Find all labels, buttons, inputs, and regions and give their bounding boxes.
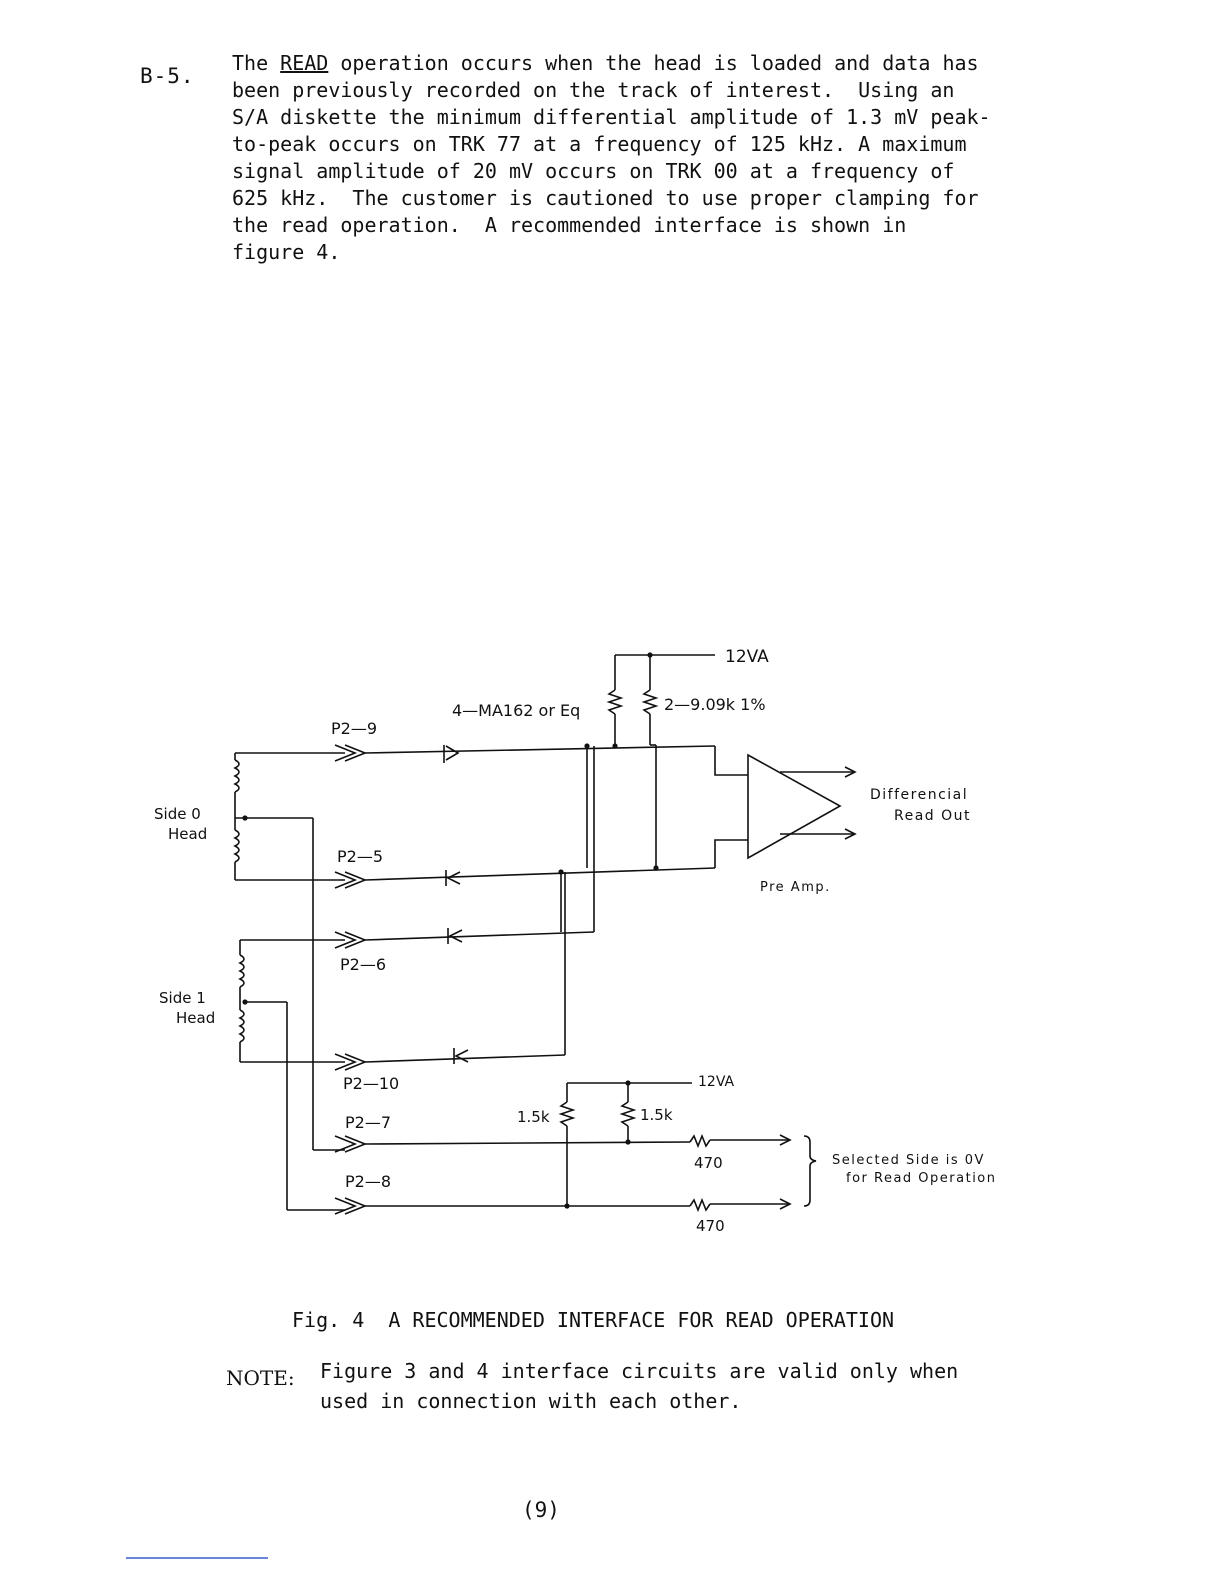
note-line: used in connection with each other. xyxy=(320,1389,742,1413)
pin-p2-6-label: P2—6 xyxy=(340,955,386,974)
res-470-b-label: 470 xyxy=(696,1217,725,1235)
diodes-label: 4—MA162 or Eq xyxy=(452,701,580,720)
supply-bottom-label: 12VA xyxy=(698,1074,734,1090)
output-label-2: Read Out xyxy=(894,808,971,824)
section-label: B-5. xyxy=(140,64,195,88)
side0-label-head: Head xyxy=(168,825,207,843)
resistors-top-label: 2—9.09k 1% xyxy=(664,695,766,714)
paragraph-line: 625 kHz. The customer is cautioned to us… xyxy=(232,186,979,210)
paragraph-line: signal amplitude of 20 mV occurs on TRK … xyxy=(232,159,955,183)
selected-side-label: Selected Side is 0V xyxy=(832,1153,985,1168)
side1-label: Side 1 xyxy=(159,989,206,1007)
note-text: Figure 3 and 4 interface circuits are va… xyxy=(320,1356,1040,1416)
pin-p2-5-label: P2—5 xyxy=(337,847,383,866)
res-right-label: 1.5k xyxy=(640,1106,673,1124)
selected-side-label-2: for Read Operation xyxy=(846,1171,997,1186)
paragraph-line: figure 4. xyxy=(232,240,341,264)
note-label: NOTE: xyxy=(226,1366,295,1390)
res-470-a-label: 470 xyxy=(694,1154,723,1172)
res-left-label: 1.5k xyxy=(517,1108,550,1126)
output-label: Differencial xyxy=(870,787,968,803)
paragraph-line: been previously recorded on the track of… xyxy=(232,78,955,102)
bottom-rule xyxy=(126,1557,268,1559)
pin-p2-9-label: P2—9 xyxy=(331,719,377,738)
pin-p2-10-label: P2—10 xyxy=(343,1074,399,1093)
paragraph-line: S/A diskette the minimum differential am… xyxy=(232,105,991,129)
preamp-label: Pre Amp. xyxy=(760,880,831,895)
paragraph-line: the read operation. A recommended interf… xyxy=(232,213,907,237)
page-number: (9) xyxy=(522,1498,560,1522)
note-line: Figure 3 and 4 interface circuits are va… xyxy=(320,1359,959,1383)
pin-p2-7-label: P2—7 xyxy=(345,1113,391,1132)
section-paragraph: The READ operation occurs when the head … xyxy=(232,50,1072,266)
supply-top-label: 12VA xyxy=(725,647,769,667)
paragraph-line: The READ operation occurs when the head … xyxy=(232,50,1072,77)
paragraph-line: to-peak occurs on TRK 77 at a frequency … xyxy=(232,132,967,156)
line-text: operation occurs when the head is loaded… xyxy=(340,51,979,75)
figure-caption: Fig. 4 A RECOMMENDED INTERFACE FOR READ … xyxy=(292,1308,895,1332)
read-word: READ xyxy=(280,51,329,75)
side0-label: Side 0 xyxy=(154,805,201,823)
side1-label-head: Head xyxy=(176,1009,215,1027)
pin-p2-8-label: P2—8 xyxy=(345,1172,391,1191)
first-word: The xyxy=(232,51,269,75)
